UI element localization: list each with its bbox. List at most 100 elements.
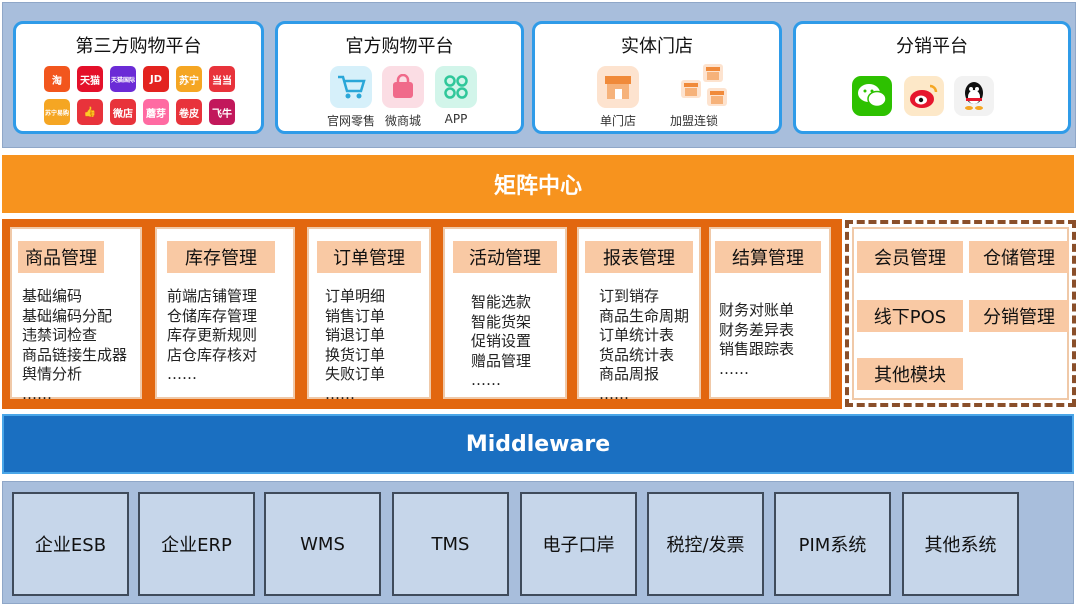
module-item: 智能选款: [471, 293, 532, 311]
other-module-tag: 其他模块: [857, 358, 963, 390]
other-modules-inner: 会员管理 仓储管理 线下POS 分销管理 其他模块: [852, 227, 1069, 400]
distribution-platform-title: 分销平台: [896, 36, 968, 57]
module-item: 库存更新规则: [167, 326, 258, 344]
shop-app-icon: 天猫国际: [110, 66, 136, 92]
module-item-list: 基础编码 基础编码分配 违禁词检查 商品链接生成器 舆情分析 ……: [22, 287, 127, 404]
matrix-center-title: 矩阵中心: [493, 174, 582, 199]
module-title: 商品管理: [18, 241, 104, 273]
module-item: 智能货架: [471, 312, 532, 331]
module-item-list: 前端店铺管理 仓储库存管理 库存更新规则 店仓库存核对 ……: [167, 287, 257, 385]
module-item: 销退订单: [325, 326, 386, 344]
physical-store-title: 实体门店: [621, 36, 693, 57]
module-title: 结算管理: [715, 241, 821, 273]
physical-item-label: 单门店: [599, 114, 636, 128]
module-item: 换货订单: [325, 345, 386, 364]
module-item: 促销设置: [471, 332, 532, 350]
system-box: 电子口岸: [520, 492, 637, 596]
module-item: 订单明细: [325, 287, 386, 305]
shop-app-icon: 当当: [209, 66, 235, 92]
store-icon: [597, 66, 639, 108]
shopping-bag-icon: [382, 66, 424, 108]
shop-app-icon: 苏宁易购: [44, 99, 70, 125]
other-module-tag: 会员管理: [857, 241, 963, 273]
third-party-platform-title: 第三方购物平台: [75, 36, 202, 57]
module-item: 赠品管理: [471, 351, 532, 370]
module-item: ……: [599, 384, 629, 403]
distribution-platform-box: 分销平台: [793, 21, 1071, 134]
module-item: 商品生命周期: [599, 306, 690, 325]
module-title: 活动管理: [453, 241, 557, 273]
module-item: 财务对账单: [719, 301, 795, 319]
physical-item-label: 加盟连锁: [669, 114, 718, 128]
module-inventory: 库存管理 前端店铺管理 仓储库存管理 库存更新规则 店仓库存核对 ……: [155, 227, 295, 399]
module-item: 基础编码分配: [22, 306, 113, 325]
module-item: 失败订单: [325, 365, 386, 383]
other-module-tag: 仓储管理: [969, 241, 1069, 273]
shopping-cart-icon: [330, 66, 372, 108]
module-item: 基础编码: [22, 287, 83, 305]
system-box: PIM系统: [774, 492, 891, 596]
module-item: 商品周报: [599, 365, 660, 383]
shop-app-icon: 👍: [77, 99, 103, 125]
module-title: 订单管理: [317, 241, 421, 273]
wechat-icon: [852, 76, 892, 116]
module-title: 报表管理: [585, 241, 693, 273]
qq-icon: [954, 76, 994, 116]
module-title: 库存管理: [167, 241, 275, 273]
module-item-list: 财务对账单 财务差异表 销售跟踪表 ……: [719, 301, 794, 379]
module-item-list: 订到销存 商品生命周期 订单统计表 货品统计表 商品周报 ……: [599, 287, 689, 404]
other-module-tag: 线下POS: [857, 300, 963, 332]
system-box: WMS: [264, 492, 381, 596]
module-item: ……: [471, 371, 501, 389]
module-item: 订单统计表: [599, 326, 675, 344]
official-item-label: 官网零售: [326, 114, 375, 128]
middleware-bar: Middleware: [2, 414, 1074, 474]
module-item: 商品链接生成器: [22, 345, 128, 364]
official-item-label: 微商城: [384, 114, 421, 128]
module-settlement: 结算管理 财务对账单 财务差异表 销售跟踪表 ……: [709, 227, 831, 399]
module-item-list: 智能选款 智能货架 促销设置 赠品管理 ……: [471, 293, 531, 391]
module-campaign: 活动管理 智能选款 智能货架 促销设置 赠品管理 ……: [443, 227, 567, 399]
weibo-icon: [904, 76, 944, 116]
module-item: 前端店铺管理: [167, 287, 258, 305]
module-item: 违禁词检查: [22, 326, 98, 344]
module-band: 商品管理 基础编码 基础编码分配 违禁词检查 商品链接生成器 舆情分析 …… 库…: [2, 219, 842, 409]
middleware-title: Middleware: [465, 431, 611, 457]
shop-app-icon: 蘑芽: [143, 99, 169, 125]
system-box: 企业ERP: [138, 492, 255, 596]
module-product: 商品管理 基础编码 基础编码分配 违禁词检查 商品链接生成器 舆情分析 ……: [10, 227, 142, 403]
system-box: 企业ESB: [12, 492, 129, 596]
shop-app-icon: 天猫: [77, 66, 103, 92]
system-box: TMS: [392, 492, 509, 596]
module-item: 销售跟踪表: [719, 340, 795, 358]
official-item-label: APP: [444, 112, 468, 126]
module-item: ……: [167, 365, 197, 383]
module-item: 店仓库存核对: [167, 345, 258, 364]
module-item: ……: [719, 359, 749, 378]
module-item: 销售订单: [325, 306, 386, 325]
other-modules-box: 会员管理 仓储管理 线下POS 分销管理 其他模块: [845, 220, 1076, 407]
official-platform-title: 官方购物平台: [345, 36, 454, 57]
module-item: 舆情分析: [22, 365, 83, 383]
system-box: 税控/发票: [647, 492, 764, 596]
module-report: 报表管理 订到销存 商品生命周期 订单统计表 货品统计表 商品周报 ……: [577, 227, 701, 403]
app-grid-icon: [435, 66, 477, 108]
official-platform-box: 官方购物平台 官网零售 微商城 APP: [275, 21, 524, 134]
store-chain-icon: [675, 64, 731, 108]
module-item: 财务差异表: [719, 320, 795, 339]
module-item: ……: [325, 384, 355, 403]
module-item: 货品统计表: [599, 345, 675, 364]
backend-systems-band: 企业ESB 企业ERP WMS TMS 电子口岸 税控/发票 PIM系统 其他系…: [2, 481, 1074, 604]
shop-app-icon: 微店: [110, 99, 136, 125]
shop-app-icon: JD: [143, 66, 169, 92]
module-item: ……: [22, 384, 52, 403]
module-item: 订到销存: [599, 287, 660, 305]
module-item-list: 订单明细 销售订单 销退订单 换货订单 失败订单 ……: [325, 287, 385, 404]
other-module-tag: 分销管理: [969, 300, 1069, 332]
shop-app-icon: 淘: [44, 66, 70, 92]
module-order: 订单管理 订单明细 销售订单 销退订单 换货订单 失败订单 ……: [307, 227, 431, 403]
shop-app-icon: 苏宁: [176, 66, 202, 92]
